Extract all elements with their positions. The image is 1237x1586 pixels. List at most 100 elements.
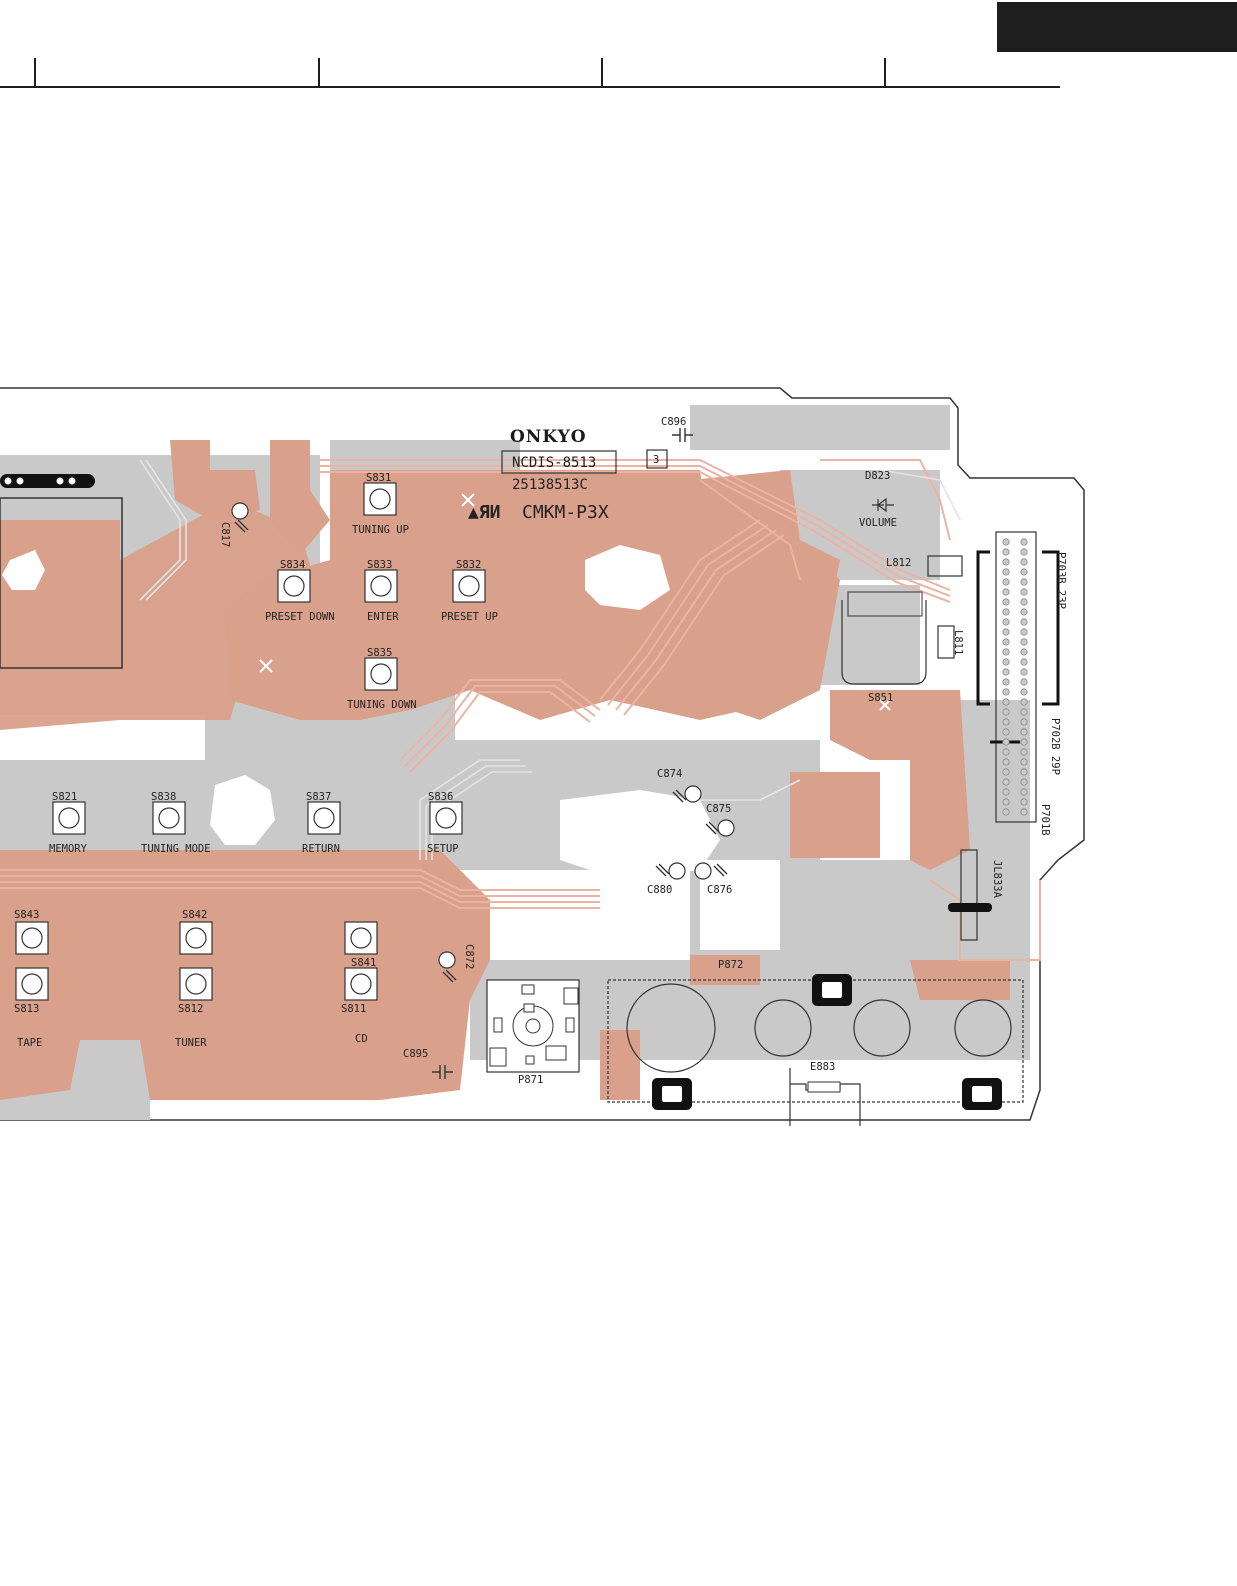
c895-label: C895 [403,1048,428,1060]
connector-pin [1020,718,1028,726]
s833-ref: S833 [367,559,392,571]
connector-pin [1020,728,1028,736]
connector-pin [1020,648,1028,656]
capacitor-symbols [234,428,728,1079]
connector-pin [1020,748,1028,756]
l812-label: L812 [886,557,911,569]
connector-pin [1002,578,1010,586]
connector-pin [1002,658,1010,666]
part-number: 25138513C [512,477,588,493]
s833-func: ENTER [367,611,399,623]
connector-pin [1020,628,1028,636]
s851-label: S851 [868,692,893,704]
s838-func: TUNING MODE [141,843,211,855]
box-3-frame [646,449,668,469]
c872-label: C872 [463,944,475,969]
capacitors [231,502,735,969]
connector-pin [1002,678,1010,686]
connector-pin [1002,698,1010,706]
connector-pin [1002,798,1010,806]
s812-ref: S812 [178,1003,203,1015]
c880-label: C880 [647,884,672,896]
connector-pin [1020,618,1028,626]
connector-housing [995,531,1037,823]
p871-hub [525,1018,541,1034]
trace-layer [0,459,1041,961]
connector-pin [1002,538,1010,546]
s837-ref: S837 [306,791,331,803]
connector-pin [1002,598,1010,606]
connector-pin [1020,598,1028,606]
header-black-tab [997,2,1237,52]
connector-pin [1020,768,1028,776]
s837-func: RETURN [302,843,340,855]
header-tick [318,58,320,87]
connector-pin [1002,738,1010,746]
connector-pin [1002,758,1010,766]
s821-func: MEMORY [49,843,88,855]
s831-func: TUNING UP [352,524,409,536]
connector-pin [1020,738,1028,746]
connector-pin [1020,688,1028,696]
l812-box [927,555,963,577]
s813-func: TAPE [17,1037,42,1049]
material-code: CMKM-P3X [522,502,609,523]
connector-pin [1020,788,1028,796]
connector-pin [1020,708,1028,716]
p871-pads [489,984,579,1067]
s851-pins [847,591,923,617]
connector-pin [1002,718,1010,726]
s836-ref: S836 [428,791,453,803]
connector-pin [1002,638,1010,646]
connector-pin [1002,558,1010,566]
header-tick [34,58,36,87]
s812-func: TUNER [175,1037,207,1049]
s834-func: PRESET DOWN [265,611,335,623]
c876-label: C876 [707,884,732,896]
connector-pin [1002,748,1010,756]
connector-pin [1002,788,1010,796]
connector-pin [1020,568,1028,576]
connector-pin [1002,608,1010,616]
connector-pin [1020,588,1028,596]
d823-symbol [872,497,894,513]
box-3-label: 3 [653,454,659,466]
s835-func: TUNING DOWN [347,699,417,711]
s843-ref: S843 [14,909,39,921]
connector-pin [1020,808,1028,816]
p702b-label: P702B 29P [1049,718,1061,775]
board-id: NCDIS-8513 [512,455,596,471]
brand-logo: ONKYO [510,427,587,447]
jl833a-jumper [948,903,992,912]
p872-label: P872 [718,959,743,971]
s831-ref: S831 [366,472,391,484]
connector-pin [1002,768,1010,776]
edge-connector-bar [0,474,95,488]
connector-pin [1020,698,1028,706]
connector-pin [1002,568,1010,576]
p703b-label: P703B 23P [1055,552,1067,609]
safety-mark: ▲ЯИ [468,502,501,523]
s842-ref: S842 [182,909,207,921]
p701b-label: P701B [1039,804,1051,836]
c817-label: C817 [219,522,231,547]
jl833a-label: JL833A [991,860,1003,899]
l811-box [937,625,955,659]
connector-pin [1020,608,1028,616]
header-tick [884,58,886,87]
c896-label: C896 [661,416,686,428]
jl833a-outline [960,849,978,941]
left-module-outline [0,497,123,669]
connector-pin [1020,678,1028,686]
connector-pin [1002,588,1010,596]
mount-hole [555,1075,577,1097]
connector-pin [1002,618,1010,626]
fiducial-marks [259,493,891,711]
l811-label: L811 [952,630,964,655]
volume-label: VOLUME [859,517,897,529]
connector-pin [1002,648,1010,656]
s821-ref: S821 [52,791,77,803]
connector-pins [1002,538,1028,816]
